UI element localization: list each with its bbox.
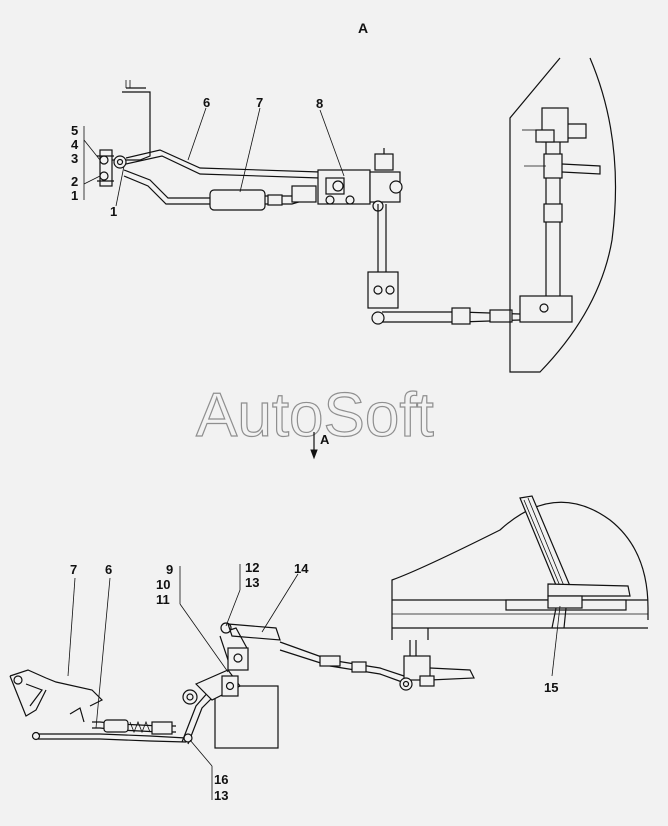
floor-pivot bbox=[399, 640, 475, 691]
top-view-drawing bbox=[83, 57, 617, 373]
callout-3: 3 bbox=[71, 151, 78, 166]
bottom-leaders bbox=[67, 564, 561, 800]
callout-11: 11 bbox=[156, 592, 170, 607]
callout-1-a: 1 bbox=[71, 188, 78, 203]
bell-crank-assembly bbox=[181, 622, 279, 749]
bottom-view-drawing bbox=[9, 495, 649, 800]
callout-4: 4 bbox=[71, 137, 79, 152]
rod-6 bbox=[125, 149, 321, 179]
callout-7: 7 bbox=[256, 95, 263, 110]
mounting-bracket bbox=[108, 80, 151, 161]
floor-with-pedal bbox=[391, 495, 649, 640]
rod-6-bottom bbox=[31, 719, 187, 743]
rod-7-with-cylinder bbox=[123, 169, 317, 211]
callout-10: 10 bbox=[156, 577, 170, 592]
callout-1-b: 1 bbox=[110, 204, 117, 219]
callout-8: 8 bbox=[316, 96, 323, 111]
pedal-wall-panel bbox=[509, 57, 617, 373]
callout-13-top: 13 bbox=[245, 575, 259, 590]
callout-15: 15 bbox=[544, 680, 558, 695]
callout-6-bottom: 6 bbox=[105, 562, 112, 577]
view-arrow: A bbox=[310, 432, 330, 460]
view-label-top: A bbox=[358, 20, 368, 36]
callout-6: 6 bbox=[203, 95, 210, 110]
top-callouts: 5 4 3 2 1 1 6 7 8 bbox=[71, 95, 323, 219]
callout-14: 14 bbox=[294, 561, 309, 576]
callout-2: 2 bbox=[71, 174, 78, 189]
callout-13-bottom: 13 bbox=[214, 788, 228, 803]
lower-linkage-rod bbox=[371, 307, 521, 325]
lever-assembly-8 bbox=[317, 148, 403, 212]
view-arrow-label: A bbox=[320, 432, 330, 447]
callout-12: 12 bbox=[245, 560, 259, 575]
link-14 bbox=[227, 623, 405, 683]
callout-5: 5 bbox=[71, 123, 78, 138]
vertical-shaft bbox=[367, 204, 399, 309]
watermark: AutoSoft bbox=[196, 381, 434, 450]
callout-9: 9 bbox=[166, 562, 173, 577]
lever-7 bbox=[9, 669, 104, 723]
top-leaders bbox=[83, 107, 345, 207]
left-pivot-assembly bbox=[97, 149, 127, 187]
callout-16: 16 bbox=[214, 772, 228, 787]
callout-7-bottom: 7 bbox=[70, 562, 77, 577]
bottom-callouts: 7 6 9 10 11 12 13 14 15 16 13 bbox=[70, 560, 558, 803]
